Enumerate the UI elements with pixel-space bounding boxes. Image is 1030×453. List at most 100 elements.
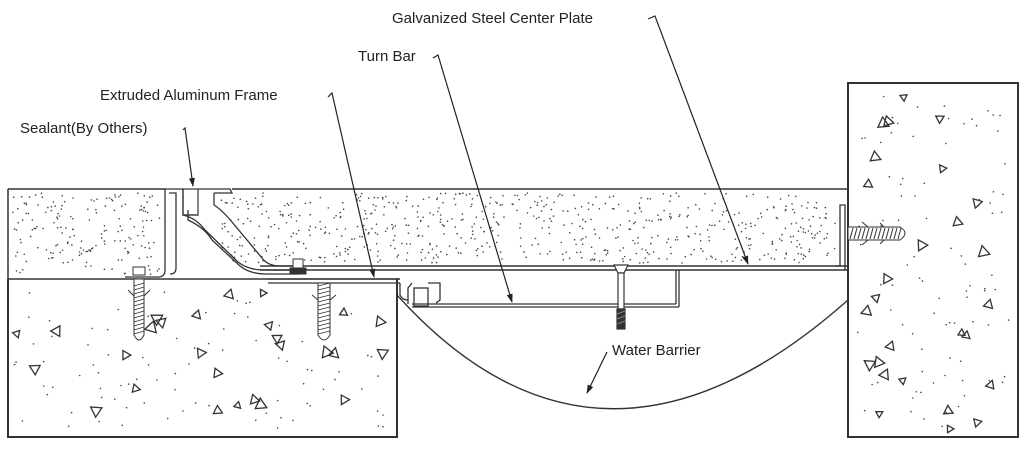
stipple-dot (798, 261, 800, 264)
stipple-dot (124, 240, 127, 242)
stipple-dot (776, 217, 779, 220)
aggregate-dot (205, 311, 207, 314)
stipple-dot (752, 193, 755, 196)
stipple-dot (574, 207, 577, 210)
stipple-dot (529, 206, 532, 209)
stipple-dot (133, 226, 136, 228)
stipple-dot (144, 246, 146, 249)
stipple-dot (642, 262, 645, 264)
aggregate-triangle (984, 379, 995, 390)
stipple-dot (814, 234, 816, 236)
stipple-dot (391, 228, 394, 230)
stipple-dot (678, 195, 680, 198)
aggregate-dot (888, 176, 891, 178)
stipple-dot (471, 226, 473, 228)
stipple-dot (284, 242, 287, 244)
stipple-dot (543, 205, 545, 208)
stipple-dot (731, 260, 734, 263)
stipple-dot (71, 244, 73, 246)
stipple-dot (695, 225, 698, 228)
stipple-dot (429, 212, 431, 214)
stipple-dot (496, 202, 498, 204)
aggregate-triangle (375, 314, 388, 328)
stipple-dot (490, 226, 492, 229)
stipple-dot (149, 273, 152, 276)
stipple-dot (802, 228, 805, 230)
stipple-dot (613, 208, 615, 210)
stipple-dot (775, 216, 778, 219)
aggregate-dot (978, 198, 981, 201)
stipple-dot (686, 226, 688, 229)
stipple-dot (795, 195, 797, 198)
stipple-dot (148, 247, 151, 249)
stipple-dot (495, 201, 497, 203)
aggregate-dot (950, 247, 952, 250)
stipple-dot (603, 249, 606, 251)
stipple-dot (61, 195, 63, 197)
stipple-dot (147, 265, 150, 267)
stipple-dot (747, 244, 750, 247)
aggregate-dot (338, 371, 340, 373)
stipple-dot (781, 239, 783, 242)
aggregate-dot (208, 404, 210, 407)
stipple-dot (347, 253, 349, 255)
aggregate-dot (247, 316, 249, 318)
aggregate-dot (265, 412, 268, 415)
stipple-dot (757, 217, 759, 220)
stipple-dot (310, 259, 312, 262)
left-concrete-slab (7, 279, 398, 438)
aggregate-dot (236, 300, 239, 302)
stipple-dot (640, 197, 642, 199)
stipple-dot (20, 196, 23, 198)
aggregate-triangle (869, 149, 882, 162)
stipple-dot (227, 230, 229, 233)
stipple-dot (234, 251, 236, 254)
stipple-dot (637, 236, 639, 239)
stipple-dot (448, 245, 451, 247)
stipple-dot (318, 256, 321, 259)
stipple-dot (725, 210, 728, 212)
stipple-dot (148, 242, 150, 244)
stipple-dot (679, 213, 681, 216)
stipple-dot (292, 252, 295, 254)
stipple-dot (471, 230, 474, 232)
aggregate-dot (932, 382, 935, 384)
stipple-dot (439, 214, 442, 216)
stipple-dot (550, 220, 553, 223)
stipple-dot (421, 235, 424, 237)
stipple-dot (647, 261, 649, 264)
aggregate-dot (941, 425, 943, 428)
aggregate-triangle (213, 367, 224, 379)
stipple-dot (550, 208, 553, 211)
stipple-dot (471, 198, 474, 200)
stipple-dot (25, 202, 27, 204)
aggregate-triangle (956, 327, 967, 337)
stipple-dot (359, 195, 362, 198)
aggregate-dot (915, 391, 918, 393)
stipple-dot (143, 195, 146, 197)
stipple-dot (785, 205, 787, 207)
stipple-dot (290, 216, 293, 218)
stipple-dot (470, 237, 473, 239)
aggregate-dot (921, 348, 923, 351)
aggregate-dot (987, 110, 989, 112)
aggregate-dot (925, 217, 928, 220)
thread-line (317, 318, 331, 323)
stipple-dot (282, 215, 284, 217)
aggregate-dot (991, 212, 994, 215)
stipple-dot (262, 195, 264, 198)
stipple-dot (101, 237, 103, 239)
stipple-dot (497, 223, 500, 226)
stipple-dot (67, 261, 69, 264)
stipple-dot (803, 254, 805, 256)
stipple-dot (662, 193, 665, 195)
aggregate-dot (992, 191, 995, 193)
stipple-dot (375, 243, 378, 245)
stipple-dot (369, 249, 372, 251)
stipple-dot (455, 247, 458, 249)
stipple-dot (833, 247, 836, 250)
aggregate-dot (78, 374, 81, 377)
stipple-dot (117, 259, 120, 261)
stipple-dot (710, 255, 712, 257)
aggregate-triangle (49, 324, 61, 338)
